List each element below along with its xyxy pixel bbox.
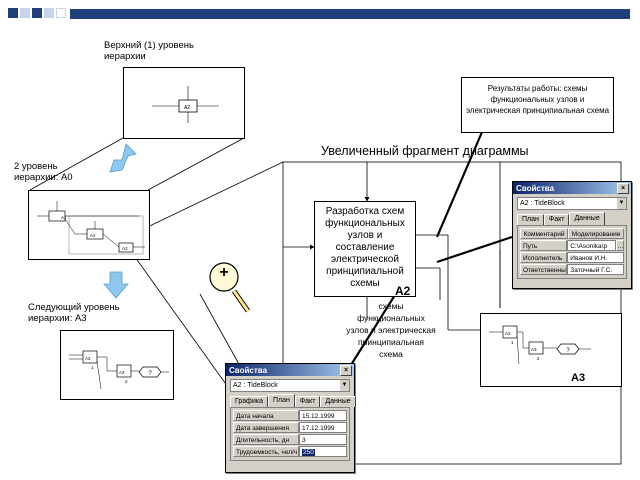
top-level-label: Верхний (1) уровень иерархии: [104, 40, 194, 62]
property-value[interactable]: 15.12.1999: [299, 410, 347, 421]
property-value[interactable]: C:\Asonika\p: [567, 240, 617, 251]
output-label: схемы функциональных узлов и электрическ…: [346, 301, 436, 359]
mini-q: ?: [148, 371, 152, 377]
tab-plan[interactable]: План: [267, 394, 295, 407]
a3-id: A3: [571, 372, 586, 384]
header-squares: [8, 8, 66, 18]
property-row: Путь C:\Asonika\p …: [520, 240, 624, 251]
magnifier-icon: [209, 262, 251, 313]
properties-dialog-bottom: Свойства × A2 : TideBlock ▼ Графика План…: [225, 363, 356, 473]
main-block-id: A2: [395, 284, 411, 298]
mini-n2: 2: [125, 379, 128, 384]
mini-a3: A3: [119, 370, 125, 375]
header-comment[interactable]: Комментарий: [520, 228, 569, 239]
property-row: Длительность, дн 3: [233, 434, 347, 445]
dialog-title: Свойства: [516, 183, 555, 193]
header-square: [32, 8, 42, 18]
block-select-value: A2 : TideBlock: [520, 200, 565, 207]
dialog-title: Свойства: [229, 365, 268, 375]
chevron-down-icon[interactable]: ▼: [340, 380, 349, 391]
block-select[interactable]: A2 : TideBlock ▼: [230, 379, 350, 392]
tab-graphics[interactable]: Графика: [230, 396, 268, 407]
dialog-titlebar: Свойства ×: [226, 364, 354, 376]
tab-fact[interactable]: Факт: [543, 214, 570, 225]
level2-diagram: A1 A2 A3: [28, 190, 150, 260]
property-key: Длительность, дн: [233, 434, 299, 445]
a3-mini-diagram: A2 A3 ? 1 2: [489, 325, 591, 365]
property-row: Трудоемкость, чел/ч 250: [233, 446, 347, 457]
property-row: Дата завершения 17.12.1999: [233, 422, 347, 433]
property-row: Ответственный Заточный Г.С.: [520, 264, 624, 275]
mini-n1: 1: [511, 340, 514, 345]
top-level-diagram: A2: [123, 67, 245, 139]
property-key: Дата завершения: [233, 422, 299, 433]
dialog-tabs: План Факт Данные: [517, 212, 627, 225]
a3-diagram: A2 A3 ? 1 2 A3: [480, 313, 622, 387]
property-key: Путь: [520, 240, 568, 251]
mini-a2: A2: [505, 331, 511, 336]
property-value-selected: 250: [302, 449, 315, 456]
level3-mini-diagram: A2 A3 ? 1 2: [69, 350, 169, 390]
properties-grid: Комментарий Моделирование Путь C:\Asonik…: [517, 225, 627, 279]
tab-fact[interactable]: Факт: [294, 396, 321, 407]
property-key: Дата начала: [233, 410, 299, 421]
mini-a2: A2: [90, 233, 96, 238]
down-arrow-icon: [103, 271, 129, 299]
property-value[interactable]: Заточный Г.С.: [567, 264, 624, 275]
main-block-a2: Разработка схем функциональных узлов и с…: [314, 201, 416, 297]
chevron-down-icon[interactable]: ▼: [617, 198, 626, 209]
header-modeling[interactable]: Моделирование: [568, 228, 624, 239]
close-icon[interactable]: ×: [340, 365, 352, 376]
results-box: Результаты работы: схемы функциональных …: [461, 77, 614, 133]
property-row: Дата начала 15.12.1999: [233, 410, 347, 421]
down-arrow-icon: [109, 143, 137, 173]
property-row: Исполнитель Иванов И.Н.: [520, 252, 624, 263]
results-text: Результаты работы: схемы функциональных …: [465, 84, 610, 115]
header-square: [20, 8, 30, 18]
property-key: Ответственный: [520, 264, 568, 275]
top-level-mini-diagram: A2: [152, 86, 219, 123]
plus-icon: +: [219, 264, 229, 281]
zoom-title: Увеличенный фрагмент диаграммы: [321, 144, 529, 158]
next-level-label: Следующий уровень иерархии: А3: [28, 302, 120, 324]
header-square: [56, 8, 66, 18]
header-square: [8, 8, 18, 18]
block-select-value: A2 : TideBlock: [233, 382, 278, 389]
property-value[interactable]: Иванов И.Н.: [567, 252, 624, 263]
tab-data[interactable]: Данные: [320, 396, 356, 407]
dialog-titlebar: Свойства ×: [513, 182, 631, 194]
mini-n2: 2: [537, 356, 540, 361]
property-value[interactable]: 3: [299, 434, 347, 445]
block-select[interactable]: A2 : TideBlock ▼: [517, 197, 627, 210]
mini-a3: A3: [122, 246, 128, 251]
property-key: Исполнитель: [520, 252, 568, 263]
header-row: Комментарий Моделирование: [520, 228, 624, 239]
mini-a3: A3: [531, 347, 537, 352]
mini-a2: A2: [85, 356, 91, 361]
level3-diagram: A2 A3 ? 1 2: [60, 330, 174, 400]
property-value[interactable]: 250: [299, 446, 347, 457]
level2-label: 2 уровень иерархии: А0: [14, 161, 73, 183]
property-key: Трудоемкость, чел/ч: [233, 446, 299, 457]
mini-a1: A1: [61, 215, 67, 220]
main-block-text: Разработка схем функциональных узлов и с…: [325, 206, 405, 289]
properties-dialog-right: Свойства × A2 : TideBlock ▼ План Факт Да…: [512, 181, 632, 289]
properties-grid: Дата начала 15.12.1999 Дата завершения 1…: [230, 407, 350, 461]
tab-data[interactable]: Данные: [569, 212, 605, 225]
property-value[interactable]: 17.12.1999: [299, 422, 347, 433]
tab-plan[interactable]: План: [517, 214, 544, 225]
dialog-tabs: Графика План Факт Данные: [230, 394, 356, 407]
mini-q: ?: [566, 348, 570, 354]
mini-n1: 1: [91, 365, 94, 370]
header-square: [44, 8, 54, 18]
level2-mini-diagram: A1 A2 A3: [37, 201, 145, 255]
mini-a2: A2: [184, 105, 190, 111]
browse-button[interactable]: …: [616, 240, 624, 251]
close-icon[interactable]: ×: [617, 183, 629, 194]
header-bar: [70, 9, 630, 19]
